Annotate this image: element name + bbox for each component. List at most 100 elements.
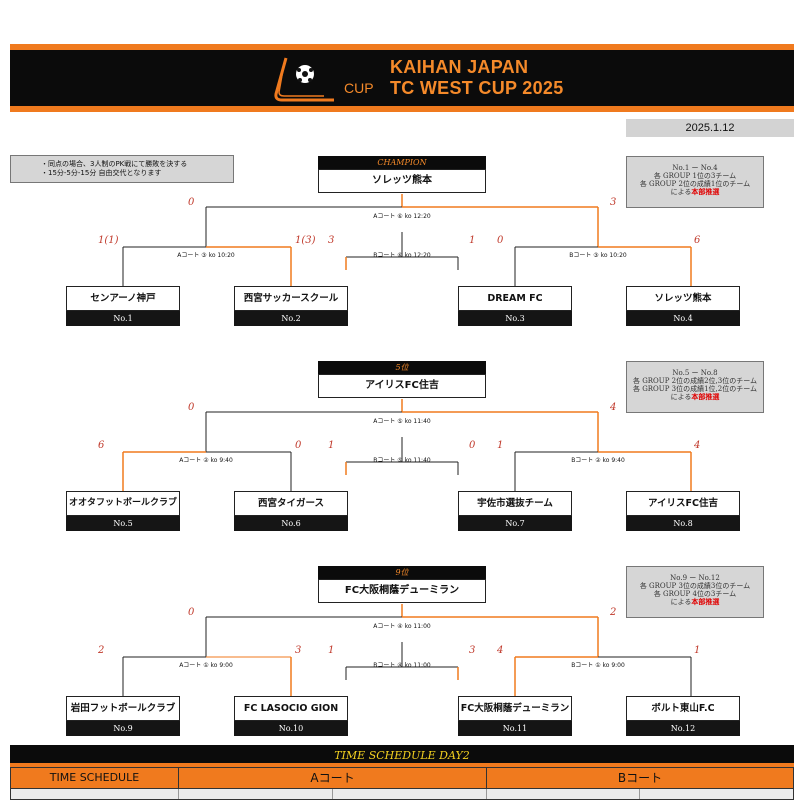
match-label: Bコート ④ ko 11:00 xyxy=(373,662,431,669)
score: 1 xyxy=(469,235,476,246)
winner-label: 9位 xyxy=(318,566,486,579)
seeding-info-line: 各 GROUP 2位の成績2位,3位のチーム xyxy=(632,377,758,385)
schedule-col-time: TIME SCHEDULE xyxy=(11,768,179,788)
team-name: ボルト東山F.C xyxy=(626,696,740,721)
cup-logo-text: CUP xyxy=(344,80,374,96)
score: 1 xyxy=(497,440,504,451)
seeding-info-line: による本部推選 xyxy=(627,392,763,402)
schedule-col-a: Aコート xyxy=(179,768,487,788)
seeding-info-prefix: による xyxy=(670,598,692,606)
schedule-title: TIME SCHEDULE DAY2 xyxy=(10,745,794,767)
team-name: 西宮サッカースクール xyxy=(234,286,348,311)
score: 2 xyxy=(610,607,617,618)
team-number: No.9 xyxy=(66,721,180,736)
score: 0 xyxy=(295,440,302,451)
score: 0 xyxy=(497,235,504,246)
score: 0 xyxy=(469,440,476,451)
score: 1 xyxy=(694,645,701,656)
team-name: オオタフットボールクラブ xyxy=(66,491,180,516)
seeding-info-line: No.9 ー No.12 xyxy=(670,574,720,582)
seeding-info-line: による本部推選 xyxy=(627,187,763,197)
header-banner xyxy=(10,44,794,112)
score: 1(1) xyxy=(98,235,119,246)
seeding-info-prefix: による xyxy=(670,188,692,196)
schedule-row xyxy=(10,789,794,800)
match-label: Aコート ④ ko 11:00 xyxy=(373,623,431,630)
score: 4 xyxy=(694,440,701,451)
team-number: No.8 xyxy=(626,516,740,531)
seeding-info-line: 各 GROUP 2位の成績1位のチーム xyxy=(639,180,751,188)
seeding-info-line: 各 GROUP 4位の3チーム xyxy=(653,590,737,598)
title-line-2: TC WEST CUP 2025 xyxy=(390,78,564,98)
score: 3 xyxy=(328,235,335,246)
match-label: Aコート ⑥ ko 12:20 xyxy=(373,213,431,220)
team-number: No.6 xyxy=(234,516,348,531)
match-label: Aコート ① ko 9:00 xyxy=(179,662,233,669)
match-label: Bコート ② ko 9:40 xyxy=(571,457,625,464)
match-label: Bコート ③ ko 10:20 xyxy=(569,252,627,259)
winner-name: アイリスFC住吉 xyxy=(318,374,486,398)
score: 0 xyxy=(188,607,195,618)
score: 3 xyxy=(295,645,302,656)
cup-logo xyxy=(274,57,334,102)
rule-line: ・15分-5分-15分 自由交代となります xyxy=(41,169,162,177)
team-name: 西宮タイガース xyxy=(234,491,348,516)
match-label: Bコート ⑤ ko 11:40 xyxy=(373,457,431,464)
team-name: FC大阪桐蔭デューミラン xyxy=(458,696,572,721)
match-label: Bコート ① ko 9:00 xyxy=(571,662,625,669)
score: 1 xyxy=(328,645,335,656)
score: 4 xyxy=(610,402,617,413)
seeding-info-line: 各 GROUP 3位の成績3位のチーム xyxy=(639,582,751,590)
match-label: Aコート ③ ko 10:20 xyxy=(177,252,235,259)
score: 0 xyxy=(188,197,195,208)
team-name: センアーノ神戸 xyxy=(66,286,180,311)
team-name: 宇佐市選抜チーム xyxy=(458,491,572,516)
team-name: FC LASOCIO GION xyxy=(234,696,348,721)
team-number: No.3 xyxy=(458,311,572,326)
team-number: No.11 xyxy=(458,721,572,736)
seeding-info-line: 各 GROUP 1位の3チーム xyxy=(653,172,737,180)
winner-name: ソレッツ熊本 xyxy=(318,169,486,193)
winner-label: 5位 xyxy=(318,361,486,374)
team-number: No.5 xyxy=(66,516,180,531)
score: 1(3) xyxy=(295,235,316,246)
seeding-info-line: 各 GROUP 3位の成績1位,2位のチーム xyxy=(632,385,758,393)
team-name: DREAM FC xyxy=(458,286,572,311)
team-name: 岩田フットボールクラブ xyxy=(66,696,180,721)
match-label: Aコート ② ko 9:40 xyxy=(179,457,233,464)
seeding-info-line: No.1 ー No.4 xyxy=(672,164,718,172)
rules-note: ・同点の場合、3人制のPK戦にて勝敗を決する ・15分-5分-15分 自由交代と… xyxy=(10,155,234,183)
score: 1 xyxy=(328,440,335,451)
score: 6 xyxy=(694,235,701,246)
schedule-col-b: Bコート xyxy=(617,771,663,785)
team-name: ソレッツ熊本 xyxy=(626,286,740,311)
event-date: 2025.1.12 xyxy=(626,119,794,137)
title-line-1: KAIHAN JAPAN xyxy=(390,57,529,77)
rule-line: ・同点の場合、3人制のPK戦にて勝敗を決する xyxy=(41,160,188,168)
seeding-info-prefix: による xyxy=(670,393,692,401)
score: 3 xyxy=(469,645,476,656)
winner-label: CHAMPION xyxy=(318,156,486,169)
seeding-info-line: による本部推選 xyxy=(627,598,763,607)
seeding-info-highlight: 本部推選 xyxy=(691,392,720,401)
team-number: No.2 xyxy=(234,311,348,326)
team-number: No.7 xyxy=(458,516,572,531)
team-number: No.12 xyxy=(626,721,740,736)
seeding-info-line: No.5 ー No.8 xyxy=(672,369,718,377)
seeding-info-highlight: 本部推選 xyxy=(691,187,720,196)
team-number: No.1 xyxy=(66,311,180,326)
winner-name: FC大阪桐蔭デューミラン xyxy=(318,579,486,603)
schedule-header: TIME SCHEDULE Aコート Bコート xyxy=(10,767,794,789)
